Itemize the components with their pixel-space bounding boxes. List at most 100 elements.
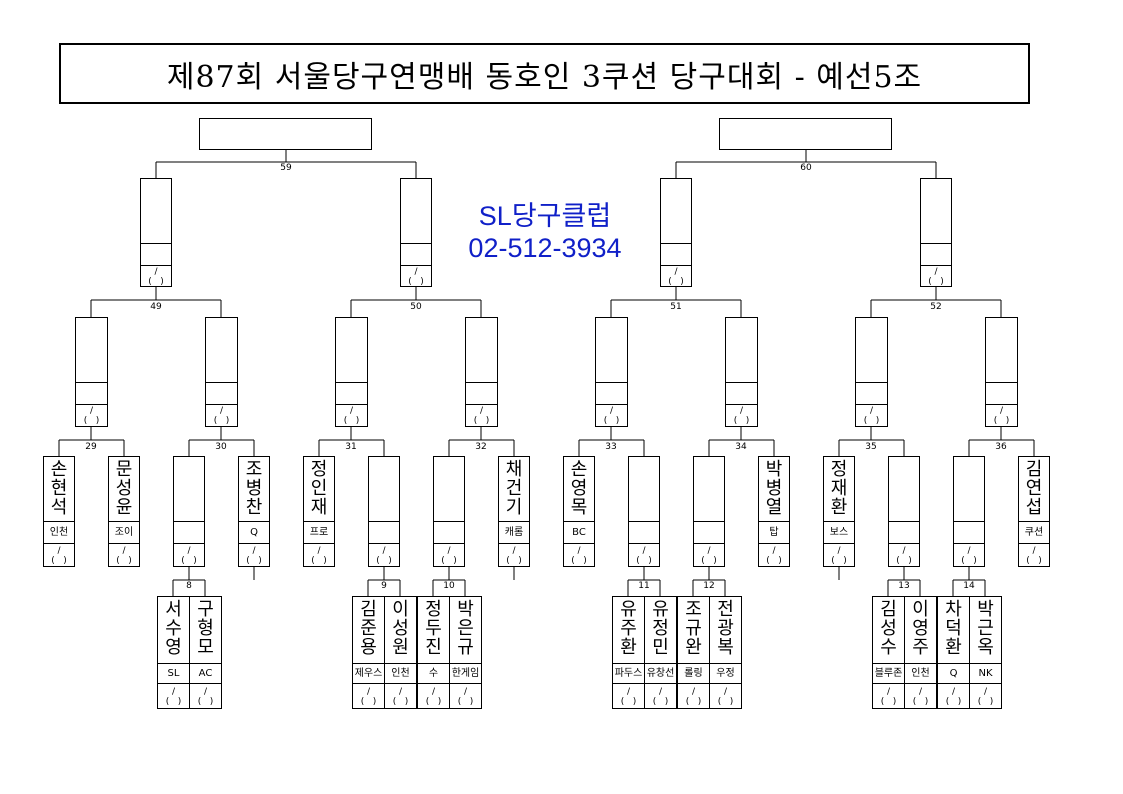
name-glyph: 박 bbox=[765, 459, 783, 480]
score-slash: / bbox=[983, 686, 988, 697]
match-number: 29 bbox=[85, 442, 97, 452]
score-slash: / bbox=[89, 406, 94, 416]
player-club: 캐롬 bbox=[504, 527, 524, 538]
score-box: /( ) bbox=[466, 406, 497, 426]
cell-divider bbox=[629, 543, 659, 544]
score-slash: / bbox=[626, 686, 631, 697]
cell-divider bbox=[564, 521, 594, 522]
empty-player-cell: /( ) bbox=[628, 456, 660, 567]
name-glyph: 진 bbox=[425, 637, 442, 658]
cell-divider bbox=[629, 521, 659, 522]
name-glyph: 기 bbox=[505, 497, 523, 518]
cell-divider bbox=[304, 521, 334, 522]
cell-divider bbox=[921, 243, 951, 244]
player-club: 인천 bbox=[49, 527, 69, 538]
cell-divider bbox=[678, 683, 709, 684]
player-club: 쿠션 bbox=[1024, 527, 1044, 538]
cell-divider bbox=[710, 663, 741, 664]
name-glyph: 유 bbox=[652, 599, 669, 620]
match-number: 30 bbox=[215, 442, 227, 452]
score-box: /( ) bbox=[889, 546, 919, 566]
empty-player-cell: /( ) bbox=[368, 456, 400, 567]
name-glyph: 손 bbox=[50, 459, 68, 480]
name-glyph: 구 bbox=[197, 599, 214, 620]
score-box: /( ) bbox=[190, 687, 221, 707]
name-glyph: 김 bbox=[360, 599, 377, 620]
score-box: /( ) bbox=[76, 406, 107, 426]
cell-divider bbox=[141, 243, 171, 244]
empty-player-cell: /( ) bbox=[335, 317, 368, 427]
cell-divider bbox=[986, 404, 1017, 405]
name-glyph: 용 bbox=[360, 637, 377, 658]
name-glyph: 정 bbox=[652, 618, 669, 639]
name-glyph: 옥 bbox=[977, 637, 994, 658]
cell-divider bbox=[954, 521, 984, 522]
cell-divider bbox=[856, 382, 887, 383]
cell-divider bbox=[239, 543, 269, 544]
score-slash: / bbox=[203, 686, 208, 697]
cell-divider bbox=[369, 521, 399, 522]
score-paren: ( ) bbox=[961, 555, 977, 566]
empty-player-cell: /( ) bbox=[75, 317, 108, 427]
name-glyph: 이 bbox=[912, 599, 929, 620]
cell-divider bbox=[418, 683, 449, 684]
name-glyph: 연 bbox=[1025, 478, 1043, 499]
empty-player-cell: /( ) bbox=[888, 456, 920, 567]
score-slash: / bbox=[999, 406, 1004, 416]
cell-divider bbox=[986, 382, 1017, 383]
score-box: /( ) bbox=[873, 687, 904, 707]
cell-divider bbox=[206, 404, 237, 405]
score-paren: ( ) bbox=[717, 696, 734, 707]
score-paren: ( ) bbox=[246, 555, 262, 566]
cell-divider bbox=[466, 404, 497, 405]
title-box: 제87회 서울당구연맹배 동호인 3쿠션 당구대회 - 예선5조 bbox=[59, 43, 1030, 104]
score-slash: / bbox=[658, 686, 663, 697]
name-glyph: 목 bbox=[570, 497, 588, 518]
cell-divider bbox=[141, 265, 171, 266]
score-paren: ( ) bbox=[457, 696, 474, 707]
match-number: 10 bbox=[443, 581, 455, 591]
cell-divider bbox=[726, 382, 757, 383]
empty-player-cell: /( ) bbox=[855, 317, 888, 427]
score-paren: ( ) bbox=[896, 555, 912, 566]
name-glyph: 은 bbox=[457, 618, 474, 639]
name-glyph: 문 bbox=[115, 459, 133, 480]
score-box: /( ) bbox=[174, 546, 204, 566]
score-paren: ( ) bbox=[912, 696, 929, 707]
score-paren: ( ) bbox=[408, 276, 424, 287]
name-glyph: 규 bbox=[457, 637, 474, 658]
cell-divider bbox=[1019, 521, 1049, 522]
player-club: NK bbox=[978, 668, 993, 679]
name-glyph: 열 bbox=[765, 497, 783, 518]
cell-divider bbox=[336, 404, 367, 405]
name-glyph: 덕 bbox=[945, 618, 962, 639]
player-club: 탑 bbox=[769, 527, 779, 538]
cell-divider bbox=[109, 521, 139, 522]
cell-divider bbox=[385, 683, 416, 684]
match-number: 52 bbox=[930, 302, 942, 312]
name-glyph: 성 bbox=[392, 618, 409, 639]
score-paren: ( ) bbox=[831, 555, 847, 566]
match-number: 14 bbox=[963, 581, 975, 591]
score-paren: ( ) bbox=[685, 696, 702, 707]
score-box: /( ) bbox=[353, 687, 384, 707]
name-glyph: 주 bbox=[912, 637, 929, 658]
score-paren: ( ) bbox=[148, 276, 164, 287]
cell-divider bbox=[385, 663, 416, 664]
score-slash: / bbox=[772, 545, 776, 556]
